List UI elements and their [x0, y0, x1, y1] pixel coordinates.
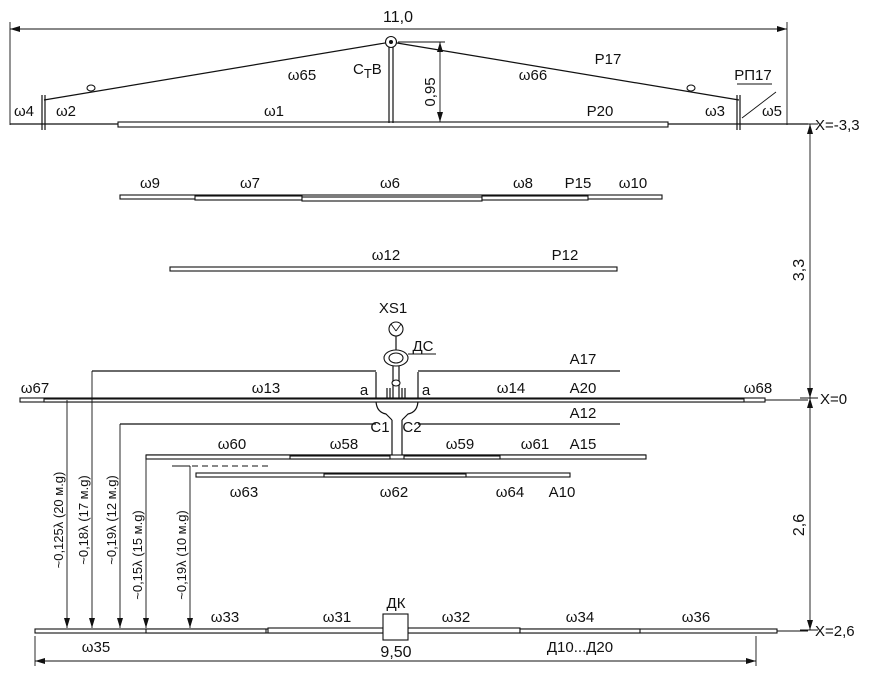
label-gap-upper: 3,3: [791, 259, 808, 281]
label-w68: ω68: [744, 380, 772, 397]
label-w3: ω3: [705, 103, 725, 120]
label-w61: ω61: [521, 436, 549, 453]
label-a17: А17: [570, 351, 597, 368]
label-w60: ω60: [218, 436, 246, 453]
label-height: 0,95: [422, 77, 439, 106]
label-p20: Р20: [587, 103, 614, 120]
label-mast: СТВ: [353, 61, 382, 81]
label-w14: ω14: [497, 380, 525, 397]
director-row-3: ω12 Р12: [169, 247, 618, 272]
label-spacing-17m: ~0,18λ (17 м.g): [76, 475, 91, 565]
label-a-right: а: [422, 382, 431, 399]
label-w6: ω6: [380, 175, 400, 192]
label-x-mid: X=0: [820, 391, 847, 408]
label-balun: ДС: [413, 338, 434, 355]
label-spacing-15m: ~0,15λ (15 м.g): [130, 510, 145, 600]
label-w32: ω32: [442, 609, 470, 626]
director-row-2: ω9 ω7 ω6 ω8 Р15 ω10: [119, 175, 663, 202]
label-w58: ω58: [330, 436, 358, 453]
label-w10: ω10: [619, 175, 647, 192]
label-c2: С2: [402, 419, 421, 436]
label-x-bottom: X=2,6: [815, 623, 855, 640]
feed-assembly: XS1 ДС а а С1 С2: [360, 300, 436, 455]
label-w65: ω65: [288, 67, 316, 84]
label-d10-d20: Д10...Д20: [547, 639, 613, 656]
label-p12: Р12: [552, 247, 579, 264]
label-spacing-20m: ~0,125λ (20 м.g): [51, 472, 66, 569]
reflector: 0,95 ω65 ω66 СТВ Р17 РП17 ω4 ω2 ω1 Р20 ω…: [10, 35, 860, 134]
label-w36: ω36: [682, 609, 710, 626]
spacing-leaders: ~0,125λ (20 м.g) ~0,18λ (17 м.g) ~0,19λ …: [51, 371, 193, 628]
label-total-width: 11,0: [383, 9, 413, 26]
label-a15: А15: [570, 436, 597, 453]
label-x-top: X=-3,3: [815, 117, 860, 134]
dimension-spacings: 3,3 2,6: [791, 123, 818, 631]
label-w7: ω7: [240, 175, 260, 192]
label-w35: ω35: [82, 639, 110, 656]
director: ДК ω33 ω31 ω32 ω34 ω36 ω35 Д10...Д20 X=2…: [34, 595, 855, 666]
label-xs1: XS1: [379, 300, 407, 317]
label-director-width: 9,50: [380, 644, 411, 661]
label-a-left: а: [360, 382, 369, 399]
label-w4: ω4: [14, 103, 34, 120]
label-w63: ω63: [230, 484, 258, 501]
label-w67: ω67: [21, 380, 49, 397]
label-w62: ω62: [380, 484, 408, 501]
label-dk: ДК: [387, 595, 406, 612]
director-box: [382, 613, 409, 641]
driven-element: ω67 ω13 ω14 ω68 А17 А20 А12 X=0: [19, 351, 847, 425]
label-a12: А12: [570, 405, 597, 422]
driven-lower: ω60 ω58 ω59 ω61 А15 ω63 ω62 ω64 А10: [145, 436, 647, 501]
label-spacing-10m: ~0,19λ (10 м.g): [174, 510, 189, 600]
label-w34: ω34: [566, 609, 594, 626]
label-w9: ω9: [140, 175, 160, 192]
label-w2: ω2: [56, 103, 76, 120]
label-a10: А10: [549, 484, 576, 501]
label-w33: ω33: [211, 609, 239, 626]
label-w31: ω31: [323, 609, 351, 626]
label-w12: ω12: [372, 247, 400, 264]
dimension-total-width: 11,0: [9, 9, 788, 125]
label-c1: С1: [370, 419, 389, 436]
label-w66: ω66: [519, 67, 547, 84]
label-gap-lower: 2,6: [791, 514, 808, 536]
label-spacing-12m: ~0,19λ (12 м.g): [104, 475, 119, 565]
label-w8: ω8: [513, 175, 533, 192]
label-p17: Р17: [595, 51, 622, 68]
label-w13: ω13: [252, 380, 280, 397]
label-rp17: РП17: [734, 67, 771, 84]
label-w64: ω64: [496, 484, 524, 501]
label-w59: ω59: [446, 436, 474, 453]
label-p15: Р15: [565, 175, 592, 192]
label-w5: ω5: [762, 103, 782, 120]
label-w1: ω1: [264, 103, 284, 120]
label-a20: А20: [570, 380, 597, 397]
